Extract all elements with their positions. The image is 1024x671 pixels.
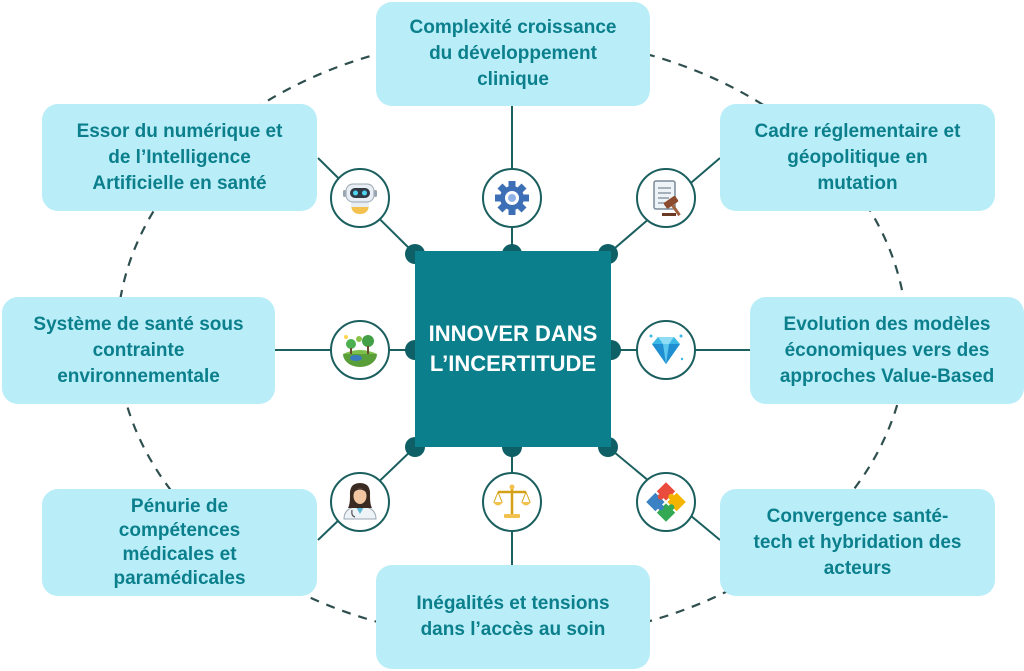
robot-icon bbox=[343, 183, 377, 214]
box-line: Système de santé sous bbox=[33, 313, 244, 335]
box-skills-shortage: Pénurie de compétences médicales et para… bbox=[42, 489, 317, 596]
doctor-icon bbox=[343, 483, 377, 520]
box-digital-ai: Essor du numérique et de l’Intelligence … bbox=[42, 104, 317, 211]
icon-circles bbox=[330, 168, 696, 532]
box-line: Essor du numérique et bbox=[76, 120, 283, 142]
box-value-based-models: Evolution des modèles économiques vers d… bbox=[750, 297, 1024, 404]
box-line: clinique bbox=[477, 69, 549, 90]
box-line: dans l’accès au soin bbox=[420, 619, 606, 640]
gear-icon bbox=[495, 181, 529, 215]
box-line: mutation bbox=[817, 172, 898, 194]
box-access-inequalities: Inégalités et tensions dans l’accès au s… bbox=[376, 565, 650, 669]
scales-icon bbox=[493, 484, 531, 518]
box-line: contrainte bbox=[92, 339, 185, 361]
box-line: Cadre réglementaire et bbox=[754, 120, 961, 142]
diamond-icon bbox=[649, 334, 684, 364]
box-line: tech et hybridation des bbox=[753, 531, 962, 553]
box-line: de l’Intelligence bbox=[108, 146, 251, 168]
box-line: Artificielle en santé bbox=[92, 172, 267, 194]
box-line: compétences bbox=[118, 519, 241, 541]
contract-gavel-icon bbox=[653, 180, 681, 217]
box-line: Complexité croissance bbox=[409, 17, 617, 38]
center-line: L’INCERTITUDE bbox=[429, 351, 597, 376]
box-line: économiques vers des bbox=[784, 339, 990, 361]
box-clinical-development: Complexité croissance du développement c… bbox=[376, 2, 650, 106]
box-line: géopolitique en bbox=[787, 146, 928, 168]
box-line: approches Value-Based bbox=[779, 365, 995, 387]
box-health-tech-convergence: Convergence santé- tech et hybridation d… bbox=[720, 489, 995, 596]
box-line: médicales et bbox=[122, 543, 237, 565]
box-line: Inégalités et tensions bbox=[416, 593, 610, 614]
box-line: Convergence santé- bbox=[766, 505, 949, 527]
center-box: INNOVER DANS L’INCERTITUDE bbox=[415, 251, 611, 447]
box-line: Evolution des modèles bbox=[783, 313, 991, 335]
center-line: INNOVER bbox=[428, 321, 529, 346]
box-line: acteurs bbox=[823, 557, 892, 579]
box-environmental-constraint: Système de santé sous contrainte environ… bbox=[2, 297, 275, 404]
box-line: du développement bbox=[429, 43, 597, 64]
box-line: paramédicales bbox=[113, 567, 246, 589]
earth-nature-icon bbox=[343, 335, 377, 367]
box-line: environnementale bbox=[57, 365, 220, 387]
box-line: Pénurie de bbox=[130, 495, 229, 517]
box-regulatory-framework: Cadre réglementaire et géopolitique en m… bbox=[720, 104, 995, 211]
center-line: DANS bbox=[535, 321, 598, 346]
